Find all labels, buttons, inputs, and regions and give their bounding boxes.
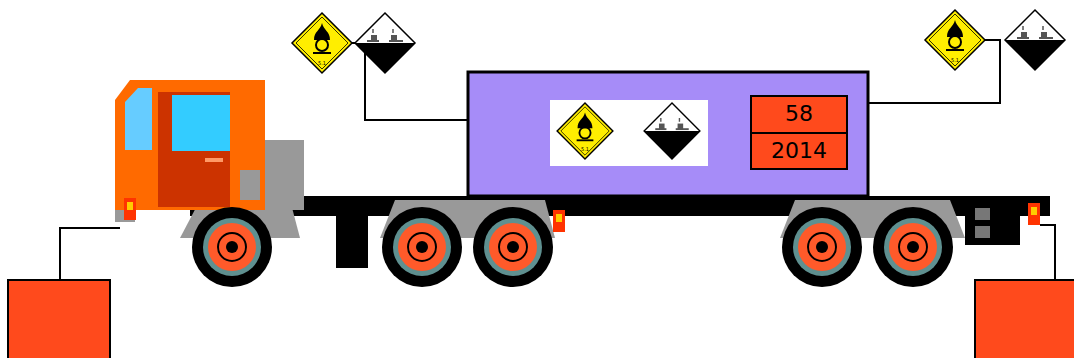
class-number: 5.1	[318, 61, 326, 66]
hazard-number: 58	[752, 97, 846, 132]
class-number: 5.1	[581, 147, 589, 152]
un-number: 2014	[752, 132, 846, 169]
hazard-plate: 582014	[750, 95, 848, 170]
class-number: 5.1	[951, 58, 959, 63]
